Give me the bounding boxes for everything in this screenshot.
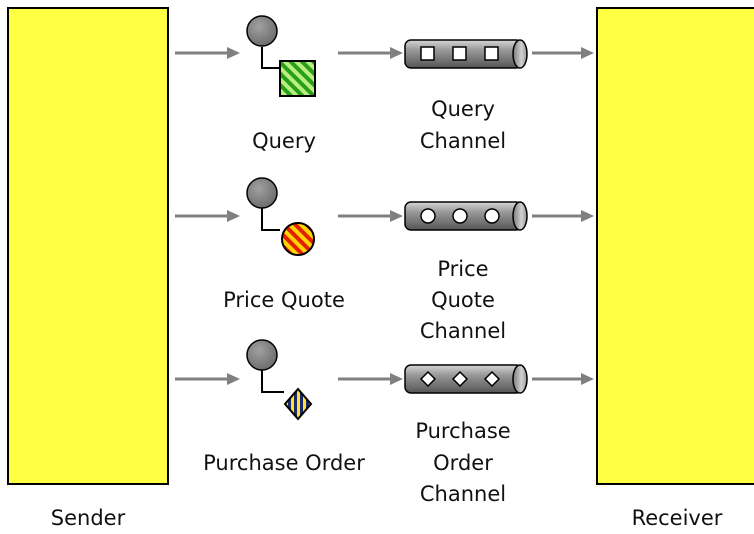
query-channel-pipe	[404, 39, 528, 69]
channel-slot-circle-icon	[420, 208, 436, 224]
message-label-query: Query	[252, 129, 316, 153]
channel-slot-circle-icon	[484, 208, 500, 224]
channel-slot-circle-icon	[452, 208, 468, 224]
message-node-icon	[246, 339, 278, 371]
arrow-purchase-order-channel-to-receiver	[532, 373, 594, 385]
arrow-price-quote-to-channel	[338, 210, 403, 222]
channel-slot-square-icon	[452, 46, 467, 61]
red-circle-icon	[281, 222, 315, 256]
channel-label-price-quote-line-2: Quote	[431, 288, 495, 312]
arrow-sender-to-purchase-order	[175, 373, 240, 385]
channel-slot-diamond-icon	[483, 370, 501, 388]
channel-slot-diamond-icon	[451, 370, 469, 388]
channel-label-price-quote-line-1: Price	[437, 257, 489, 281]
channel-label-purchase-order-line-1: Purchase	[415, 419, 511, 443]
channel-label-price-quote-line-3: Channel	[419, 319, 507, 343]
green-square-icon	[279, 60, 316, 97]
arrow-sender-to-query	[175, 47, 240, 59]
message-node-icon	[246, 15, 278, 47]
receiver-label: Receiver	[631, 506, 723, 530]
message-node-icon	[246, 177, 278, 209]
price-quote-channel-pipe	[404, 201, 528, 231]
receiver-endpoint	[596, 7, 754, 485]
arrow-query-to-channel	[338, 47, 403, 59]
channel-label-purchase-order-line-2: Order	[433, 451, 493, 475]
message-query-icon	[246, 15, 316, 97]
sender-label: Sender	[50, 506, 126, 530]
row-query	[175, 15, 594, 97]
channel-slot-square-icon	[484, 46, 499, 61]
row-price-quote	[175, 177, 594, 256]
purchase-order-channel-pipe	[404, 364, 528, 394]
arrow-query-channel-to-receiver	[532, 47, 594, 59]
channel-slot-square-icon	[420, 46, 435, 61]
arrow-price-quote-channel-to-receiver	[532, 210, 594, 222]
channel-label-query-line-1: Query	[431, 97, 495, 121]
message-label-purchase-order: Purchase Order	[203, 451, 365, 475]
channel-label-purchase-order-line-3: Channel	[419, 482, 507, 506]
message-price-quote-icon	[246, 177, 315, 256]
message-label-price-quote: Price Quote	[223, 288, 345, 312]
arrow-sender-to-price-quote	[175, 210, 240, 222]
arrow-purchase-order-to-channel	[338, 373, 403, 385]
sender-endpoint	[7, 7, 169, 485]
message-purchase-order-icon	[246, 339, 313, 421]
channel-label-query-line-2: Channel	[419, 129, 507, 153]
channel-slot-diamond-icon	[419, 370, 437, 388]
row-purchase-order	[175, 339, 594, 421]
striped-diamond-icon	[283, 387, 313, 421]
